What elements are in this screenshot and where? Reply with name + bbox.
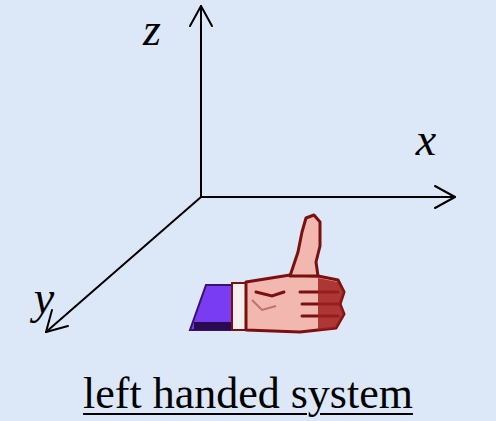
z-arrowhead <box>190 6 212 26</box>
thumbs-up-hand <box>190 215 344 332</box>
x-axis <box>201 196 455 198</box>
axis-label: z <box>143 7 161 53</box>
axis-label: x <box>416 117 436 163</box>
z-axis <box>200 6 202 197</box>
axis-label: y <box>34 275 54 321</box>
caption: left handed system <box>83 372 413 416</box>
y-axis <box>46 197 201 332</box>
x-arrowhead <box>435 186 455 208</box>
